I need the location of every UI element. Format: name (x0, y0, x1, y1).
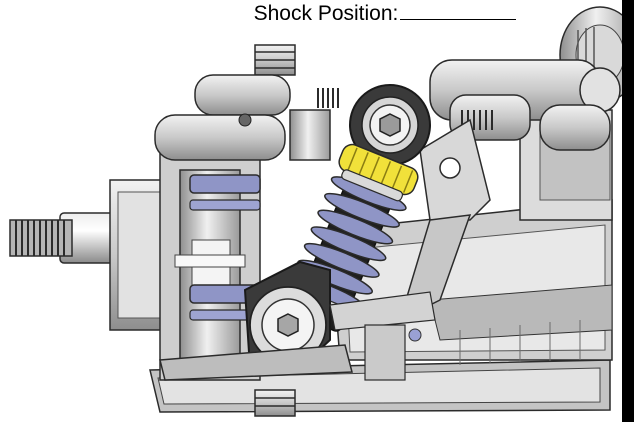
lower-suspension-arm (159, 291, 436, 381)
right-edge-bar (622, 0, 634, 422)
pivot-spacers (189, 174, 261, 321)
shock-bottom-mount (243, 260, 331, 369)
upper-camber-link (154, 74, 611, 161)
shock-position-blank (400, 0, 517, 20)
shock-position-caption: Shock Position: (0, 0, 634, 27)
shock-position-label: Shock Position: (253, 2, 399, 25)
shock-top-mount (349, 84, 431, 166)
